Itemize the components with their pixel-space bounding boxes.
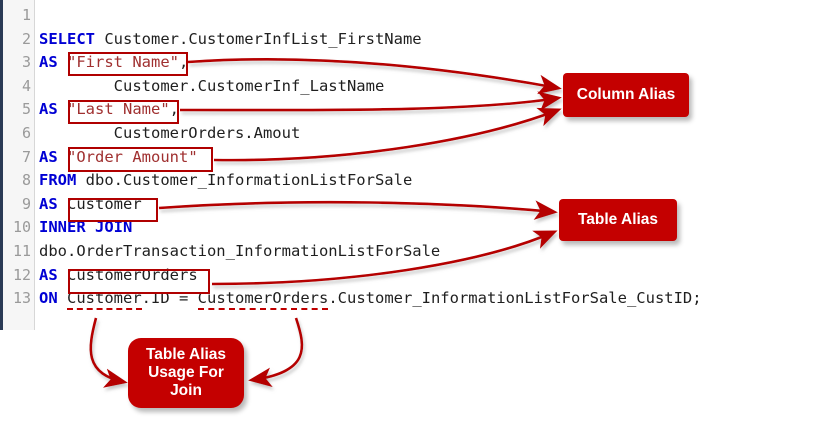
line-number: 7 <box>21 147 31 166</box>
code-line-text: AS "Order Amount" <box>39 146 198 170</box>
code-token: , <box>169 100 180 119</box>
line-number: 6 <box>21 124 31 142</box>
code-token <box>58 100 67 118</box>
code-token: ON <box>39 289 58 308</box>
code-line[interactable]: 13 ON Customer.ID = CustomerOrders.Custom… <box>0 287 832 311</box>
code-line[interactable]: 6 CustomerOrders.Amout <box>0 122 832 146</box>
code-line-text: Customer.CustomerInf_LastName <box>39 75 385 99</box>
callout-column-alias: Column Alias <box>563 73 689 117</box>
highlight-box-customer-table-alias <box>68 198 158 222</box>
line-number: 9 <box>21 194 31 213</box>
line-number-gutter <box>3 0 34 330</box>
code-line-text: ON Customer.ID = CustomerOrders.Customer… <box>39 287 702 311</box>
highlight-box-order-amount-alias <box>68 147 213 172</box>
line-number: 1 <box>21 6 31 24</box>
line-number: 13 <box>12 289 31 308</box>
editor-left-rail <box>0 0 3 330</box>
code-token: Customer.CustomerInf_LastName <box>39 76 385 95</box>
code-token: Customer.CustomerInfList_FirstName <box>95 29 422 48</box>
line-number: 5 <box>21 100 31 119</box>
code-token: .Customer_InformationListForSale_CustID; <box>328 289 702 308</box>
code-token: AS <box>39 194 58 213</box>
code-token: INNER JOIN <box>39 218 133 237</box>
line-number: 10 <box>12 218 31 237</box>
line-number: 8 <box>21 171 31 190</box>
highlight-box-first-name-alias <box>68 52 188 76</box>
code-token: CustomerOrders <box>197 289 329 311</box>
line-number: 2 <box>21 29 31 48</box>
code-token: FROM <box>39 171 77 190</box>
code-token <box>58 53 67 71</box>
code-token: AS <box>39 265 58 284</box>
code-token: , <box>179 53 189 72</box>
code-token: dbo.OrderTransaction_InformationListForS… <box>39 242 441 260</box>
code-line-text: AS "First Name", <box>39 51 188 75</box>
code-line[interactable]: 7 AS "Order Amount" <box>0 146 832 170</box>
code-line[interactable]: 8 FROM dbo.Customer_InformationListForSal… <box>0 169 832 193</box>
code-token <box>58 289 67 307</box>
code-token: AS <box>39 100 58 119</box>
line-number: 11 <box>12 242 31 260</box>
code-line-text: INNER JOIN <box>39 216 132 240</box>
code-line-text: FROM dbo.Customer_InformationListForSale <box>39 169 412 193</box>
code-line[interactable]: 5 AS "Last Name", <box>0 98 832 122</box>
highlight-box-last-name-alias <box>68 100 179 124</box>
code-token: dbo.Customer_InformationListForSale <box>76 171 413 190</box>
callout-table-alias: Table Alias <box>559 199 677 241</box>
line-number: 3 <box>21 53 31 72</box>
code-token: "First Name" <box>67 53 179 72</box>
code-line[interactable]: 3 AS "First Name", <box>0 51 832 75</box>
code-line[interactable]: 10 INNER JOIN <box>0 216 832 240</box>
code-line-text: SELECT Customer.CustomerInfList_FirstNam… <box>39 28 422 52</box>
line-number: 12 <box>12 265 31 284</box>
code-token: SELECT <box>39 29 95 48</box>
code-token: AS <box>39 147 58 166</box>
callout-table-alias-usage-for-join: Table Alias Usage For Join <box>128 338 244 408</box>
code-line-text: AS "Last Name", <box>39 98 179 122</box>
code-line-text: dbo.OrderTransaction_InformationListForS… <box>39 240 440 264</box>
highlight-box-customerorders-alias <box>68 269 210 294</box>
line-number: 4 <box>21 76 31 95</box>
code-token: "Last Name" <box>67 100 170 119</box>
code-token: CustomerOrders.Amout <box>39 124 301 142</box>
code-token <box>58 148 67 166</box>
code-line[interactable]: 11 dbo.OrderTransaction_InformationListFo… <box>0 240 832 264</box>
code-token: "Order Amount" <box>67 147 198 166</box>
gutter-separator-line <box>34 0 35 330</box>
code-line[interactable]: 2 SELECT Customer.CustomerInfList_FirstNa… <box>0 28 832 52</box>
code-line-text: CustomerOrders.Amout <box>39 122 301 146</box>
code-line[interactable]: 4 Customer.CustomerInf_LastName <box>0 75 832 99</box>
code-token: AS <box>39 53 58 72</box>
code-line[interactable]: 1 <box>0 4 832 28</box>
